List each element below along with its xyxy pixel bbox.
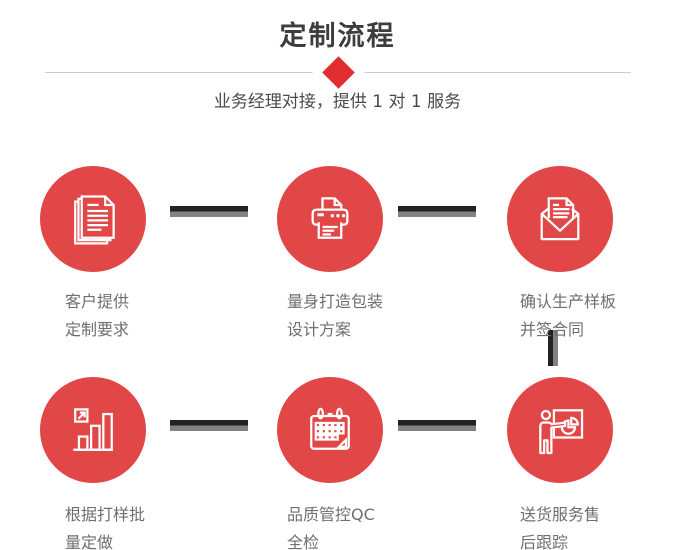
step-circle-6	[507, 377, 613, 483]
step-circle-5	[277, 377, 383, 483]
subtitle: 业务经理对接，提供 1 对 1 服务	[213, 92, 462, 112]
calendar-icon	[310, 407, 350, 450]
connector-step2-step3	[398, 206, 476, 217]
connector-step5-step6	[398, 420, 476, 431]
step-label-1: 客户提供 定制要求	[65, 288, 225, 344]
envelope-letter-icon	[540, 197, 580, 241]
step-label-line: 送货服务售	[520, 505, 601, 524]
printer-icon	[311, 197, 349, 239]
step-circle-2	[277, 166, 383, 272]
step-label-line: 全检	[287, 533, 320, 550]
step-label-line: 品质管控QC	[287, 505, 375, 524]
step-circle-1	[40, 166, 146, 272]
step-label-2: 量身打造包装 设计方案	[287, 288, 447, 344]
connector-step4-step5	[170, 420, 248, 431]
page-title: 定制流程	[279, 21, 396, 52]
step-label-line: 客户提供	[65, 292, 130, 311]
step-circle-3	[507, 166, 613, 272]
step-label-5: 品质管控QC 全检	[287, 501, 447, 550]
step-label-4: 根据打样批 量定做	[65, 501, 225, 550]
bar-chart-icon	[73, 408, 113, 451]
step-circle-4	[40, 377, 146, 483]
presenter-icon	[539, 409, 584, 455]
step-label-line: 设计方案	[287, 320, 352, 339]
step-label-line: 后跟踪	[520, 533, 569, 550]
documents-icon	[74, 195, 115, 245]
step-label-line: 并签合同	[520, 320, 585, 339]
step-label-line: 量定做	[65, 533, 114, 550]
connector-step1-step2	[170, 206, 248, 217]
step-label-line: 定制要求	[65, 320, 130, 339]
divider-line	[45, 56, 631, 89]
step-label-line: 根据打样批	[65, 505, 146, 524]
step-label-6: 送货服务售 后跟踪	[520, 501, 675, 550]
connector-step3-step6	[548, 330, 558, 366]
diamond-icon	[321, 56, 355, 89]
step-label-line: 确认生产样板	[520, 292, 617, 311]
step-label-3: 确认生产样板 并签合同	[520, 288, 675, 344]
step-label-line: 量身打造包装	[287, 292, 384, 311]
